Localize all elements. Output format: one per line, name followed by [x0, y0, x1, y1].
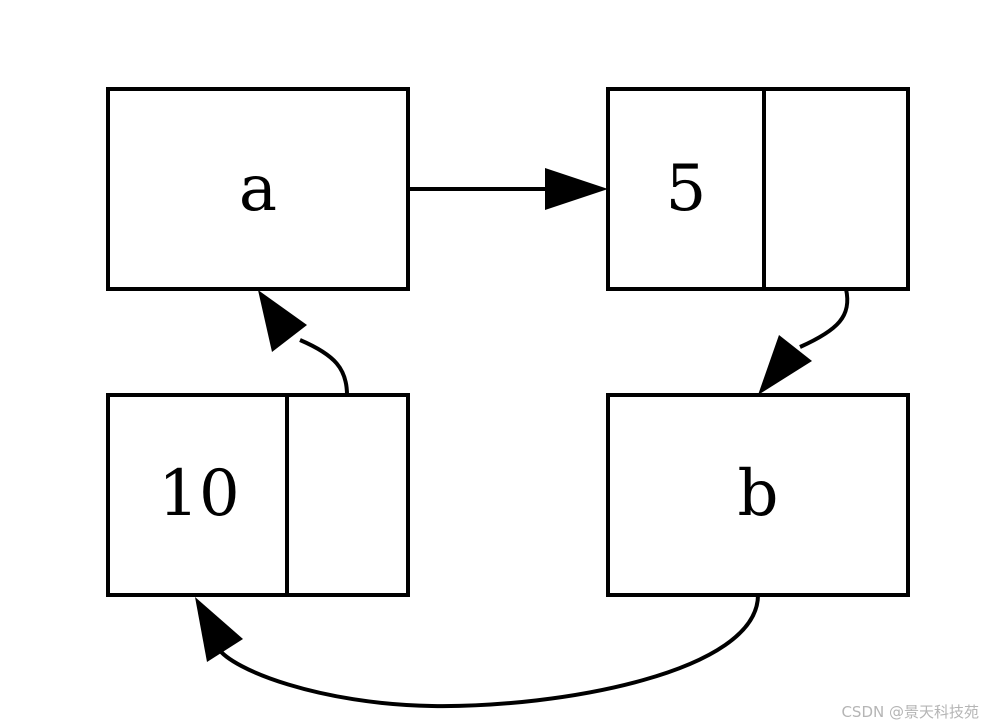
- node-a-box: [106, 87, 410, 291]
- node-b: b: [606, 393, 910, 597]
- edge-b-to-10: [195, 594, 760, 709]
- node-10-box: [106, 393, 410, 597]
- edge-5-to-b: [758, 288, 850, 395]
- node-5-box: [606, 87, 910, 291]
- node-5-label: 5: [666, 152, 707, 226]
- edge-5-to-b-line: [799, 288, 850, 349]
- edge-b-to-10-line: [216, 594, 760, 709]
- edge-a-to-5-arrowhead: [545, 168, 608, 210]
- edge-10-to-a-line: [299, 338, 349, 396]
- node-a: a: [106, 87, 410, 291]
- edge-a-to-5: [408, 168, 608, 210]
- node-10-label: 10: [158, 457, 239, 531]
- edge-5-to-b-arrowhead: [758, 335, 812, 395]
- edge-10-to-a-arrowhead: [258, 290, 307, 352]
- watermark-text: CSDN @景天科技苑: [841, 703, 979, 721]
- node-5: 5: [606, 87, 910, 291]
- node-10: 10: [106, 393, 410, 597]
- edge-b-to-10-arrowhead: [195, 597, 243, 662]
- edge-10-to-a: [258, 290, 349, 396]
- node-b-label: b: [738, 457, 779, 531]
- node-a-label: a: [239, 152, 277, 226]
